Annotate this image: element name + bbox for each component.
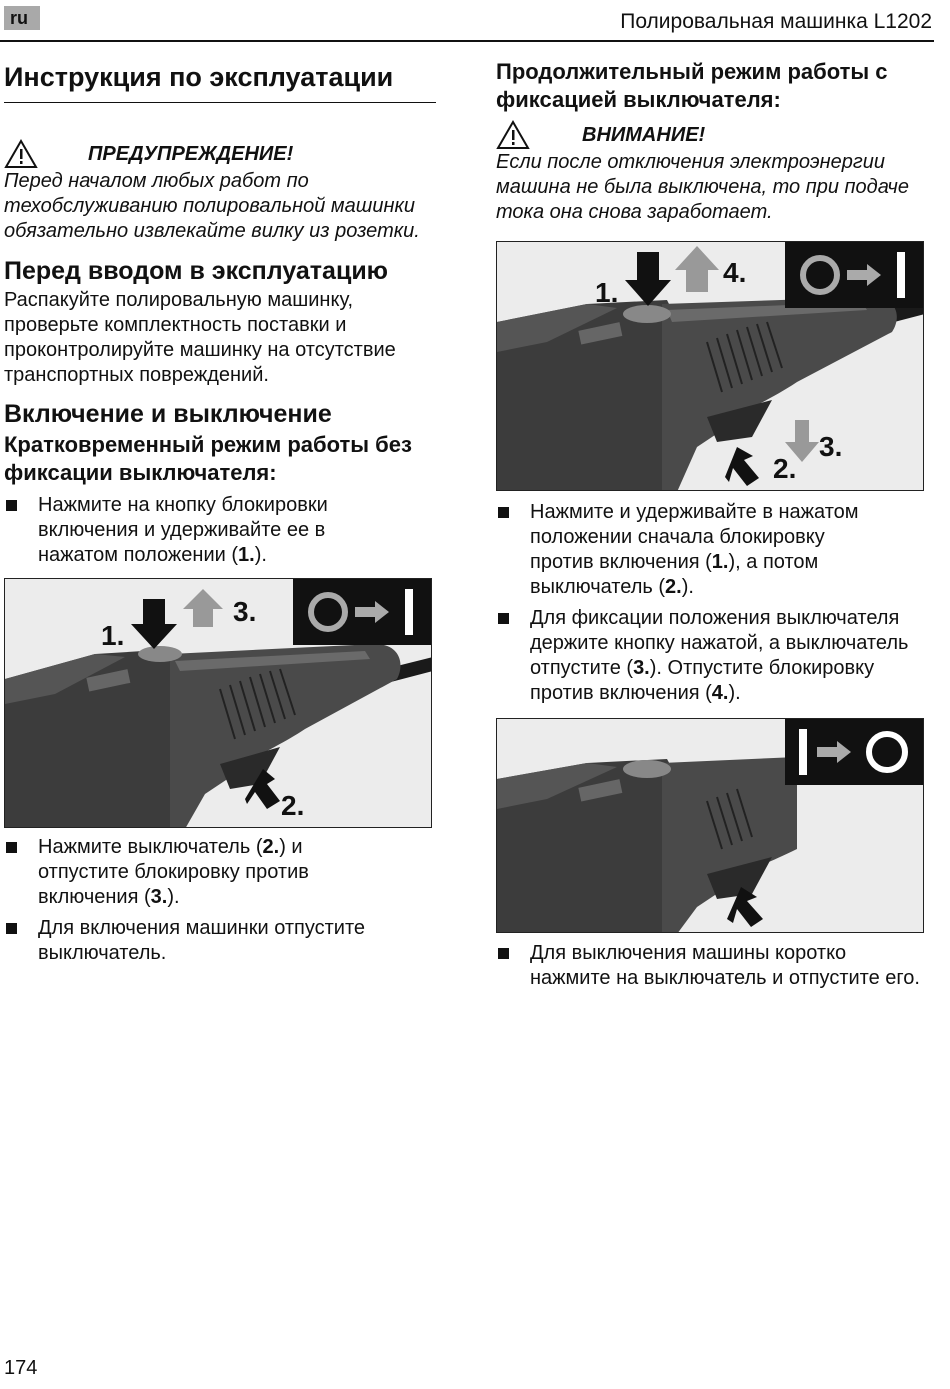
warning-triangle-icon: [4, 139, 38, 168]
before-use-heading: Перед вводом в эксплуатацию: [4, 257, 389, 285]
continuous-mode-steps: Нажмите и удерживайте в нажатом положени…: [496, 500, 928, 706]
step-label-2: 2.: [773, 453, 796, 484]
language-tag: ru: [4, 6, 40, 30]
step-label-3: 3.: [819, 431, 842, 462]
warning-triangle-icon: [496, 120, 530, 149]
warning-label: ПРЕДУПРЕЖДЕНИЕ!: [88, 142, 294, 165]
polisher-illustration-2: 1. 2. 3. 4.: [497, 242, 923, 490]
right-column: Продолжительный режим работы с фиксацией…: [496, 58, 928, 991]
figure-short-mode: 1. 2. 3.: [4, 578, 432, 828]
caution-block: ВНИМАНИЕ! Если после отключения электроэ…: [496, 120, 928, 225]
warning-text: Перед началом любых работ по техобслужив…: [4, 170, 420, 242]
onoff-heading: Включение и выключение: [4, 400, 332, 428]
header-rule: [0, 40, 934, 42]
list-item: Нажмите на кнопку блокировки включения и…: [4, 493, 378, 568]
short-mode-steps: Нажмите на кнопку блокировки включения и…: [4, 493, 436, 568]
figure-switch-off: [496, 718, 924, 933]
list-item: Для включения машинки отпустите выключат…: [4, 916, 428, 966]
figure-continuous-mode: 1. 2. 3. 4.: [496, 241, 924, 491]
step-label-1: 1.: [101, 620, 124, 651]
section-heading: Инструкция по эксплуатации: [4, 58, 436, 103]
short-mode-heading: Кратковременный режим работы без фиксаци…: [4, 432, 412, 485]
caution-label: ВНИМАНИЕ!: [582, 123, 706, 146]
step-label-4: 4.: [723, 257, 746, 288]
left-column: Инструкция по эксплуатации ПРЕДУПРЕЖДЕНИ…: [4, 58, 436, 966]
warning-block: ПРЕДУПРЕЖДЕНИЕ! Перед началом любых рабо…: [4, 139, 436, 244]
continuous-mode-heading: Продолжительный режим работы с фиксацией…: [496, 59, 888, 112]
step-label-1: 1.: [595, 277, 618, 308]
caution-text: Если после отключения электроэнергии маш…: [496, 151, 909, 223]
switch-off-steps: Для выключения машины коротко нажмите на…: [496, 941, 928, 991]
list-item: Для фиксации положения выключателя держи…: [496, 606, 910, 706]
document-title: Полировальная машинка L1202: [620, 10, 932, 33]
step-label-2: 2.: [281, 790, 304, 821]
list-item: Для выключения машины коротко нажмите на…: [496, 941, 930, 991]
polisher-illustration-1: 1. 2. 3.: [5, 579, 431, 827]
short-mode-steps-2: Нажмите выключатель (2.) и отпустите бло…: [4, 835, 436, 966]
list-item: Нажмите и удерживайте в нажатом положени…: [496, 500, 890, 600]
page-number: 174: [4, 1357, 38, 1379]
step-label-3: 3.: [233, 596, 256, 627]
polisher-illustration-3: [497, 719, 923, 932]
list-item: Нажмите выключатель (2.) и отпустите бло…: [4, 835, 378, 910]
before-use-text: Распакуйте полировальную машинку, провер…: [4, 289, 396, 386]
